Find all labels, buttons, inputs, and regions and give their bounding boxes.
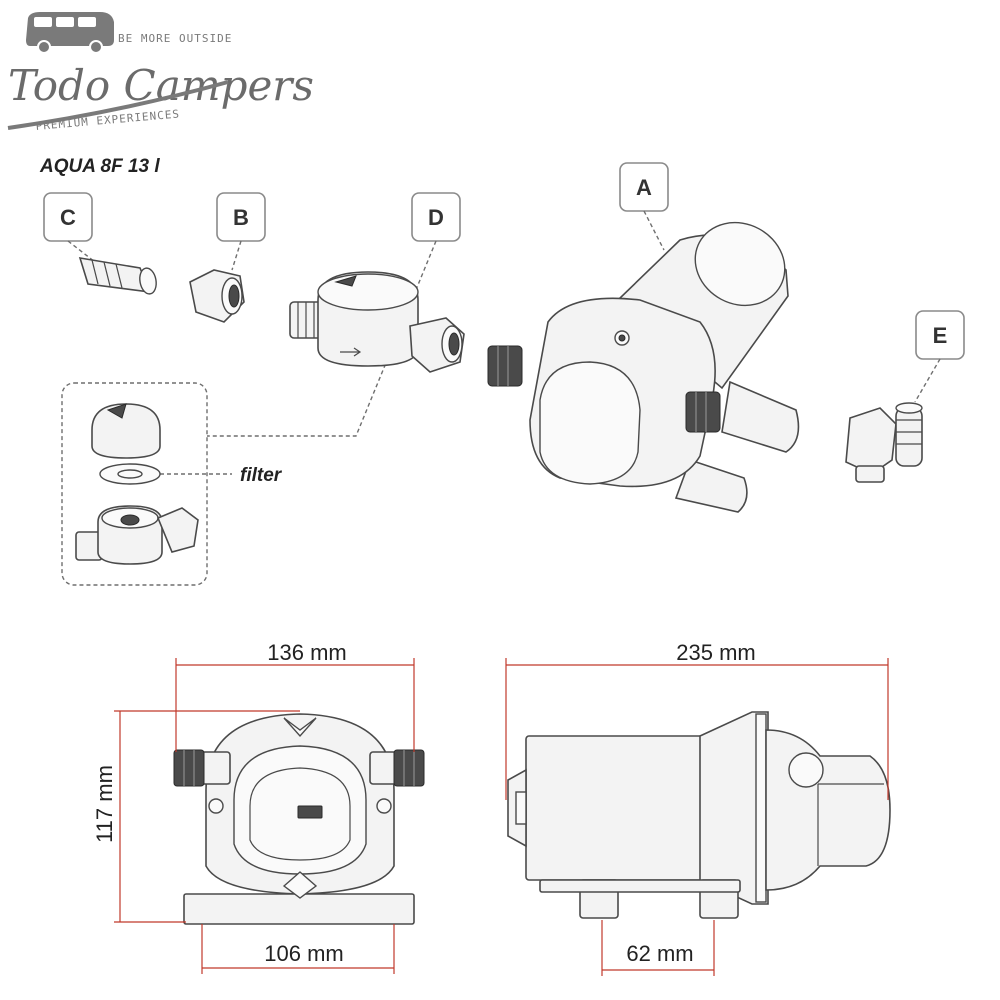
side-view xyxy=(507,711,891,919)
logo-swoosh xyxy=(7,80,229,130)
van-icon xyxy=(26,12,114,54)
svg-text:D: D xyxy=(428,205,444,230)
model-title: AQUA 8F 13 l xyxy=(39,156,160,177)
filter-label: filter xyxy=(240,465,283,486)
front-view xyxy=(173,713,425,925)
label-b: B xyxy=(216,192,266,242)
dim-label-136: 136 mm xyxy=(267,640,346,665)
dimension-side-base: 62 mm xyxy=(601,920,715,976)
label-c: C xyxy=(43,192,93,242)
label-d: D xyxy=(411,192,461,242)
part-a-pump xyxy=(487,221,800,513)
dim-label-106: 106 mm xyxy=(264,941,343,966)
leader-lines xyxy=(67,210,941,475)
logo-wordmark: Todo Campers xyxy=(8,61,314,110)
filter-body xyxy=(75,505,199,565)
part-e-elbow-fitting xyxy=(845,402,923,483)
logo-tagline-top: BE MORE OUTSIDE xyxy=(118,32,232,45)
filter-cap xyxy=(91,403,161,459)
svg-text:E: E xyxy=(933,323,948,348)
brand-logo: BE MORE OUTSIDE Todo Campers PREMIUM EXP… xyxy=(7,12,314,133)
dimension-front-width: 136 mm xyxy=(175,640,415,752)
svg-text:C: C xyxy=(60,205,76,230)
label-a: A xyxy=(619,162,669,212)
dim-label-62: 62 mm xyxy=(626,941,693,966)
svg-text:A: A xyxy=(636,175,652,200)
dim-label-235: 235 mm xyxy=(676,640,755,665)
dimension-front-height: 117 mm xyxy=(92,710,300,923)
dimension-front-base: 106 mm xyxy=(201,924,395,974)
part-c-hose-barb xyxy=(78,256,157,295)
dim-label-117: 117 mm xyxy=(92,765,117,843)
part-b-nut xyxy=(189,269,245,323)
part-d-filter-housing xyxy=(289,271,465,373)
label-e: E xyxy=(915,310,965,360)
filter-screen xyxy=(99,463,161,485)
dimension-side-length: 235 mm xyxy=(505,640,889,800)
svg-text:B: B xyxy=(233,205,249,230)
